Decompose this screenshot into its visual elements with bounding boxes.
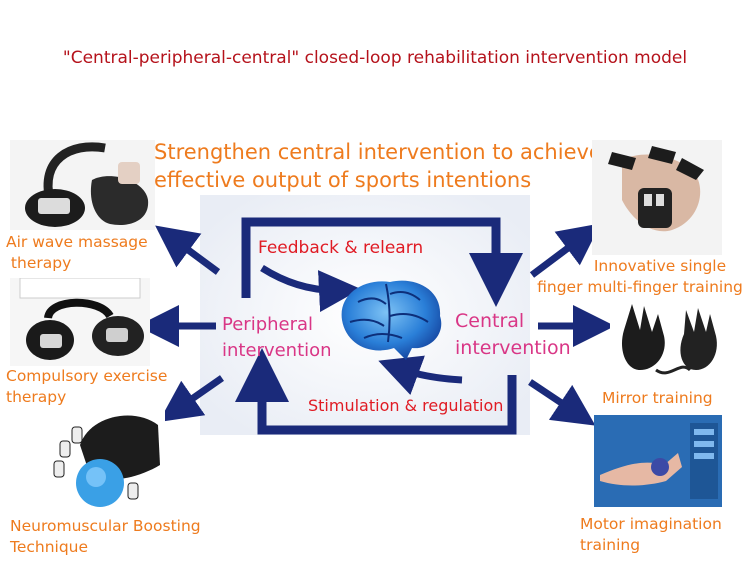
feedback-loop-arrow [241,217,523,307]
headline-line-1: Strengthen central intervention to achie… [154,140,602,164]
robotic-glove-ball-icon [53,415,160,507]
peripheral-line-2: intervention [222,340,332,361]
feedback-label: Feedback & relearn [258,238,424,258]
central-line-2: intervention [455,337,571,359]
peripheral-line-1: Peripheral [222,314,314,335]
motor-label-line-1: Motor imagination [580,515,722,533]
air-wave-massage-device-icon [25,142,149,227]
finger-training-label: Innovative single finger multi-finger tr… [537,256,750,298]
compulsory-exercise-label: Compulsory exercise therapy [6,366,167,408]
compulsory-exercise-photo [10,278,150,366]
motor-label-line-2: training [580,536,641,554]
stimulation-loop-arrow [235,348,517,435]
stimulation-label: Stimulation & regulation [308,396,504,415]
mirror-training-label: Mirror training [602,389,713,407]
finger-label-line-1: Innovative single [593,257,727,275]
finger-training-glove-icon [608,146,704,232]
finger-training-photo [592,140,722,255]
compulsory-label-line-1: Compulsory exercise [6,367,168,385]
arrow-to-neuromuscular [158,375,224,422]
mirror-training-photo [610,300,730,382]
arrow-to-finger-training [529,223,601,278]
peripheral-intervention-label: Peripheral intervention [222,312,332,364]
headline-line-2: effective output of sports intentions [154,168,532,192]
motor-imagination-label: Motor imagination training [580,514,722,556]
arrow-to-air-wave [155,225,221,275]
diagram-title: "Central-peripheral-central" closed-loop… [62,48,688,68]
mirror-training-gloves-icon [621,304,717,375]
air-wave-massage-photo [10,140,155,230]
air-wave-label-line-1: Air wave massage [6,233,148,251]
neuromuscular-label-line-1: Neuromuscular Boosting [10,517,201,535]
compulsory-label-line-2: therapy [6,388,67,406]
central-intervention-label: Central intervention [455,308,571,362]
air-wave-massage-label: Air wave massage therapy [6,232,148,274]
neuromuscular-label-line-2: Technique [10,538,89,556]
air-wave-label-line-2: therapy [6,254,72,272]
compulsory-exercise-device-icon [19,278,144,360]
arrow-to-motor-imagination [528,379,596,426]
brain-image [341,280,442,360]
motor-imagination-screen-icon [594,415,722,507]
finger-label-line-2: finger multi-finger training [537,278,743,296]
motor-imagination-photo [594,415,722,507]
curve-from-central-arrow [378,355,463,395]
curve-to-brain-arrow [260,265,361,313]
central-line-1: Central [455,310,525,332]
neuromuscular-photo [40,405,165,513]
headline: Strengthen central intervention to achie… [154,138,602,194]
neuromuscular-label: Neuromuscular Boosting Technique [10,516,201,558]
